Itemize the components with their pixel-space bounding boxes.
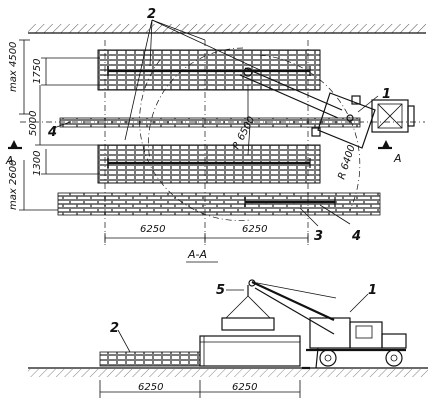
section-mark-right: A xyxy=(393,152,402,165)
callout-5-section: 5 xyxy=(216,283,225,298)
dim-1300: 1300 xyxy=(32,151,43,176)
section-view xyxy=(28,261,428,398)
crane-boom-plan xyxy=(239,67,343,156)
callout-2-plan: 2 xyxy=(147,7,156,22)
callout-4-plan-left: 4 xyxy=(47,125,57,140)
radius-arc-small xyxy=(139,59,251,221)
callout-4-plan-right: 4 xyxy=(351,229,361,244)
plan-view xyxy=(8,19,425,248)
dim-6250-right: 6250 xyxy=(242,224,267,235)
section-dim-6250-right: 6250 xyxy=(232,382,257,393)
crane-track xyxy=(59,117,361,128)
section-labels: A-A 5 2 1 6250 6250 xyxy=(110,248,377,393)
dimension-lines-left xyxy=(19,39,100,211)
section-title: A-A xyxy=(187,248,207,261)
callout-1-plan: 1 xyxy=(382,87,391,102)
section-cut-marks xyxy=(8,140,392,150)
upper-brick-stack xyxy=(97,49,321,91)
wall-top xyxy=(28,24,426,34)
dim-r6400: R 6400 xyxy=(336,144,357,181)
dim-max-2600: max 2600 xyxy=(8,160,19,210)
plan-labels: 2 1 3 4 4 max 4500 1750 5000 1300 max 26… xyxy=(5,7,402,244)
dim-5000: 5000 xyxy=(28,111,39,136)
callout-3-plan: 3 xyxy=(314,229,323,244)
callout-2-section: 2 xyxy=(110,321,119,336)
radius-arc-6400 xyxy=(259,54,361,211)
radius-arc-6500 xyxy=(148,47,244,161)
bottom-brick-row xyxy=(57,192,381,216)
dimension-lines-bottom xyxy=(104,233,309,243)
crane-elevation xyxy=(248,279,407,370)
dim-1750: 1750 xyxy=(32,59,43,84)
dim-max-4500: max 4500 xyxy=(8,42,19,92)
callout-leaders xyxy=(53,19,379,227)
crane-body-plan xyxy=(311,92,415,149)
section-mark-left: A xyxy=(5,154,14,167)
section-dim-6250-left: 6250 xyxy=(138,382,163,393)
lower-brick-stack xyxy=(97,144,321,184)
dim-6250-left: 6250 xyxy=(140,224,165,235)
callout-1-section: 1 xyxy=(368,283,377,298)
